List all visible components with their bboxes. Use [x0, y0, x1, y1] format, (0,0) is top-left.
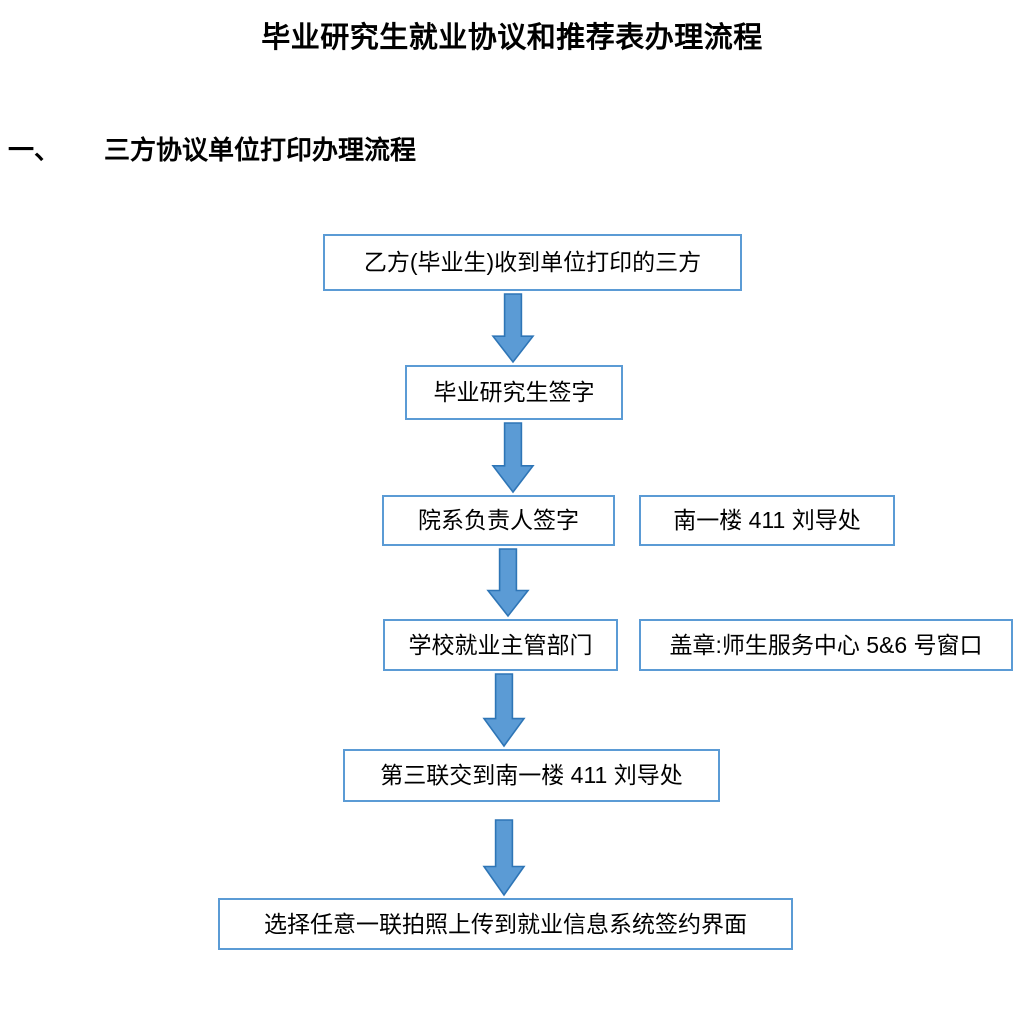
flow-arrow-down-icon	[482, 819, 526, 897]
flow-arrow-down-icon	[482, 673, 526, 748]
flow-arrow-down-icon	[491, 422, 535, 494]
flow-note-label: 南一楼 411 刘导处	[673, 507, 861, 533]
flow-step-box: 选择任意一联拍照上传到就业信息系统签约界面	[218, 898, 793, 950]
section-title: 三方协议单位打印办理流程	[104, 135, 417, 165]
flow-step-label: 院系负责人签字	[418, 507, 579, 533]
flow-arrow-down-icon	[491, 293, 535, 364]
section-heading: 一、 三方协议单位打印办理流程	[8, 130, 416, 167]
flow-step-box: 毕业研究生签字	[405, 365, 623, 420]
flow-arrow-down-icon	[486, 548, 530, 618]
flow-note-box: 盖章:师生服务中心 5&6 号窗口	[639, 619, 1013, 671]
section-number: 一、	[8, 135, 61, 165]
flow-step-box: 院系负责人签字	[382, 495, 615, 546]
page-title: 毕业研究生就业协议和推荐表办理流程	[261, 22, 763, 54]
flow-step-label: 第三联交到南一楼 411 刘导处	[380, 762, 683, 788]
flow-step-label: 学校就业主管部门	[408, 631, 593, 658]
flow-note-label: 盖章:师生服务中心 5&6 号窗口	[669, 631, 983, 658]
flow-step-box: 学校就业主管部门	[383, 619, 618, 671]
flow-step-label: 乙方(毕业生)收到单位打印的三方	[363, 249, 702, 275]
flow-step-label: 选择任意一联拍照上传到就业信息系统签约界面	[264, 910, 747, 937]
flow-step-box: 乙方(毕业生)收到单位打印的三方	[323, 234, 742, 291]
flow-step-box: 第三联交到南一楼 411 刘导处	[343, 749, 720, 802]
flow-step-label: 毕业研究生签字	[433, 379, 595, 405]
flow-note-box: 南一楼 411 刘导处	[639, 495, 895, 546]
